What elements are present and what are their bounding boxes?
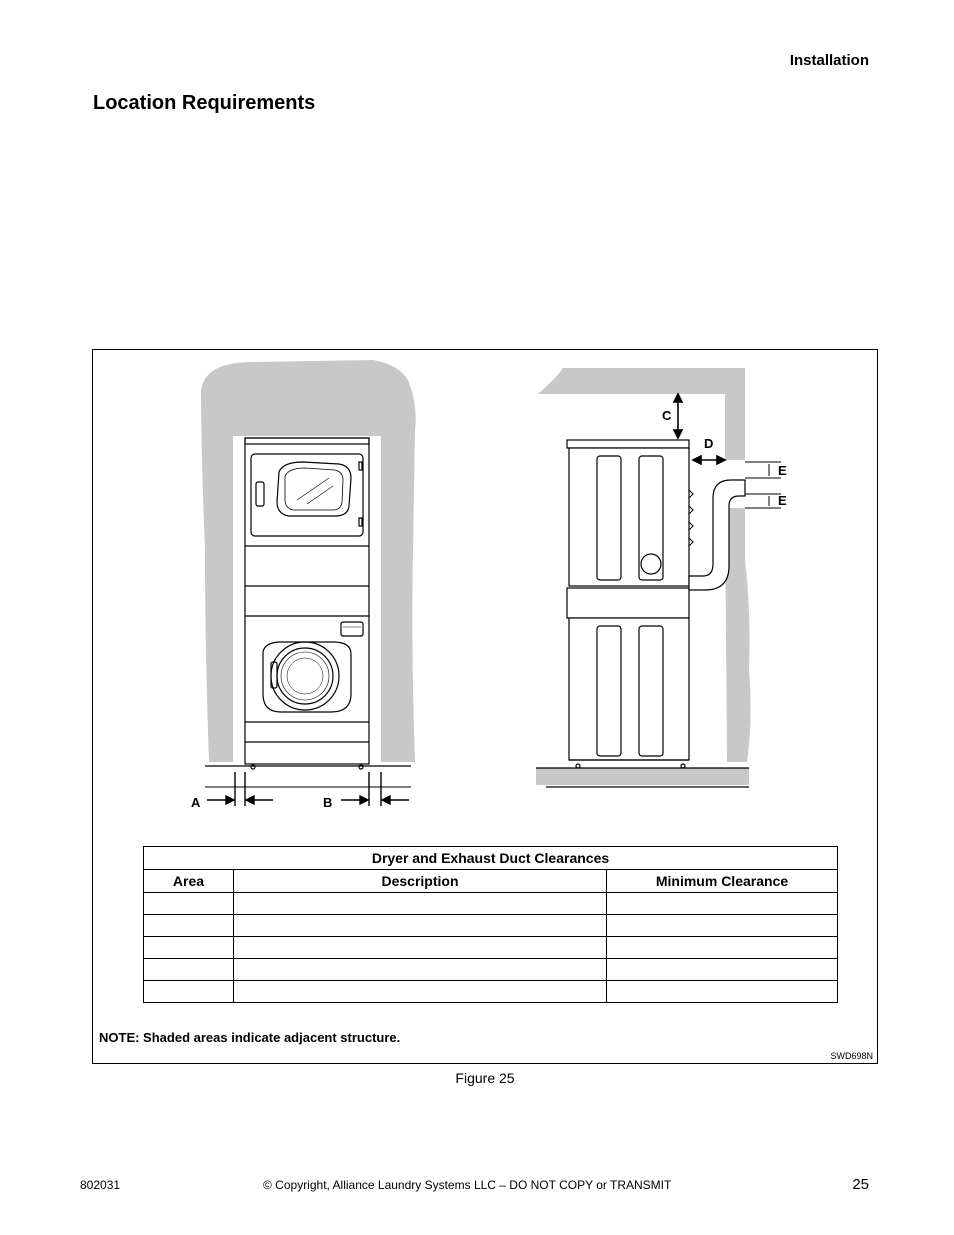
section-header: Installation (789, 52, 869, 69)
table-cell (143, 936, 234, 959)
table-cell (143, 980, 234, 1003)
table-cell (143, 914, 234, 937)
table-cell (233, 958, 607, 981)
table-cell (606, 936, 838, 959)
page-title: Location Requirements (93, 92, 316, 114)
table-title: Dryer and Exhaust Duct Clearances (143, 846, 838, 870)
table-cell (606, 914, 838, 937)
footer-copyright: © Copyright, Alliance Laundry Systems LL… (263, 1178, 672, 1192)
table-cell (143, 958, 234, 981)
dimension-a (207, 772, 273, 806)
footer-doc-number: 802031 (80, 1178, 121, 1192)
table-row (143, 958, 838, 981)
label-b: B (323, 795, 332, 810)
table-cell (233, 936, 607, 959)
alcove-structure (201, 360, 416, 762)
side-stack-unit (566, 439, 694, 769)
footer-page-number: 25 (852, 1176, 869, 1193)
figure-frame: A B C D E E Dryer and Exhaust Duct Clear… (92, 349, 878, 1064)
dimension-e (745, 461, 781, 509)
exhaust-duct (688, 479, 746, 591)
table-cell (233, 892, 607, 915)
figure-code: SWD698N (830, 1051, 873, 1061)
table-row (143, 936, 838, 959)
figure-caption: Figure 25 (455, 1070, 515, 1086)
table-cell (233, 914, 607, 937)
figure-note: NOTE: Shaded areas indicate adjacent str… (99, 1030, 401, 1045)
clearance-table: Dryer and Exhaust Duct Clearances Area D… (143, 846, 838, 1003)
label-d: D (704, 436, 713, 451)
table-cell (606, 958, 838, 981)
table-row (143, 892, 838, 915)
label-e-lower: E (778, 493, 787, 508)
table-cell (143, 892, 234, 915)
table-cell (606, 980, 838, 1003)
column-header-minimum-clearance: Minimum Clearance (606, 869, 838, 893)
label-c: C (662, 408, 672, 423)
side-wall-structure (538, 368, 745, 460)
front-stack-unit (244, 437, 370, 770)
column-header-description: Description (233, 869, 607, 893)
dimension-d (691, 454, 727, 466)
label-e-upper: E (778, 463, 787, 478)
column-header-area: Area (143, 869, 234, 893)
table-row (143, 914, 838, 937)
installation-diagram: A B C D E E (191, 360, 787, 810)
table-cell (233, 980, 607, 1003)
table-cell (606, 892, 838, 915)
dimension-c (672, 392, 684, 440)
floor-right (536, 768, 749, 785)
label-a: A (191, 795, 201, 810)
table-row (143, 980, 838, 1003)
dimension-b (341, 772, 409, 806)
